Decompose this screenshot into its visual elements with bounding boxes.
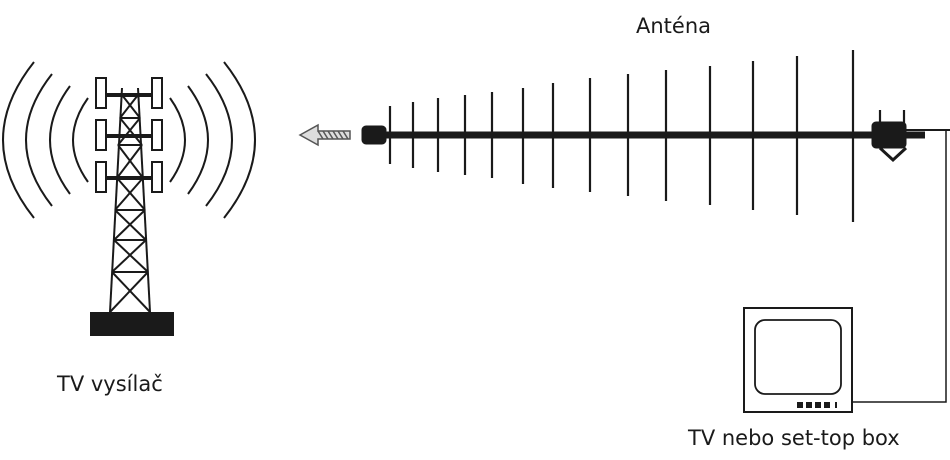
signal-arrow-icon: [298, 123, 351, 147]
antenna-icon: [361, 50, 950, 222]
tower-icon: [95, 77, 163, 313]
tower-base: [90, 312, 174, 336]
tv-label: TV nebo set-top box: [688, 426, 900, 450]
transmitter-label: TV vysílač: [57, 372, 163, 396]
radio-waves-icon: [2, 61, 256, 219]
antenna-cable: [852, 130, 947, 403]
tv-icon: [743, 307, 853, 413]
antenna-label: Anténa: [636, 14, 712, 38]
